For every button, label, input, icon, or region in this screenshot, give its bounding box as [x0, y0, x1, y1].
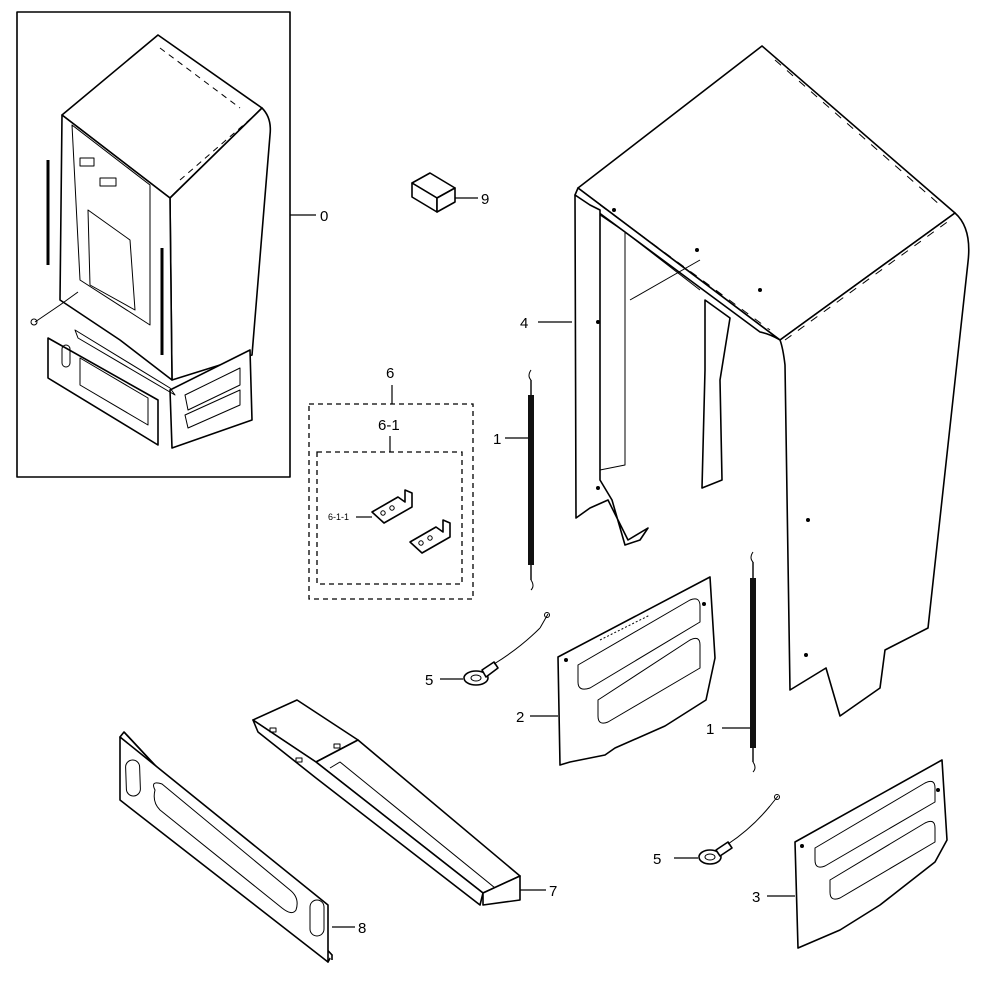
part-9-block	[411, 172, 456, 213]
part-3-side-plate	[794, 759, 948, 949]
part-4-cabinet-shell	[574, 45, 970, 717]
callout-8: 8	[358, 920, 366, 937]
callout-5b: 5	[653, 851, 661, 868]
inset-assembly-view	[16, 11, 291, 478]
callout-0: 0	[320, 208, 328, 225]
part-5-cable-upper	[463, 612, 550, 686]
callout-6-1: 6-1	[378, 417, 400, 434]
callout-7: 7	[549, 883, 557, 900]
callout-5a: 5	[425, 672, 433, 689]
part-1-spring-upper	[528, 369, 534, 591]
part-5-cable-lower	[698, 794, 780, 865]
part-7-bottom-rail	[252, 699, 521, 906]
callout-3: 3	[752, 889, 760, 906]
part-8-kick-plate	[119, 731, 333, 963]
callout-2: 2	[516, 709, 524, 726]
callout-4: 4	[520, 315, 528, 332]
callout-1b: 1	[706, 721, 714, 738]
part-1-spring-lower	[750, 551, 756, 773]
inset-frame	[16, 11, 291, 478]
callout-6: 6	[386, 365, 394, 382]
callout-1a: 1	[493, 431, 501, 448]
part-2-side-plate	[557, 576, 716, 766]
kit-6-frame	[308, 403, 474, 600]
callout-9: 9	[481, 191, 489, 208]
callout-6-1-1: 6-1-1	[328, 512, 349, 522]
part-6-1-1-hinge-brackets	[371, 489, 451, 554]
